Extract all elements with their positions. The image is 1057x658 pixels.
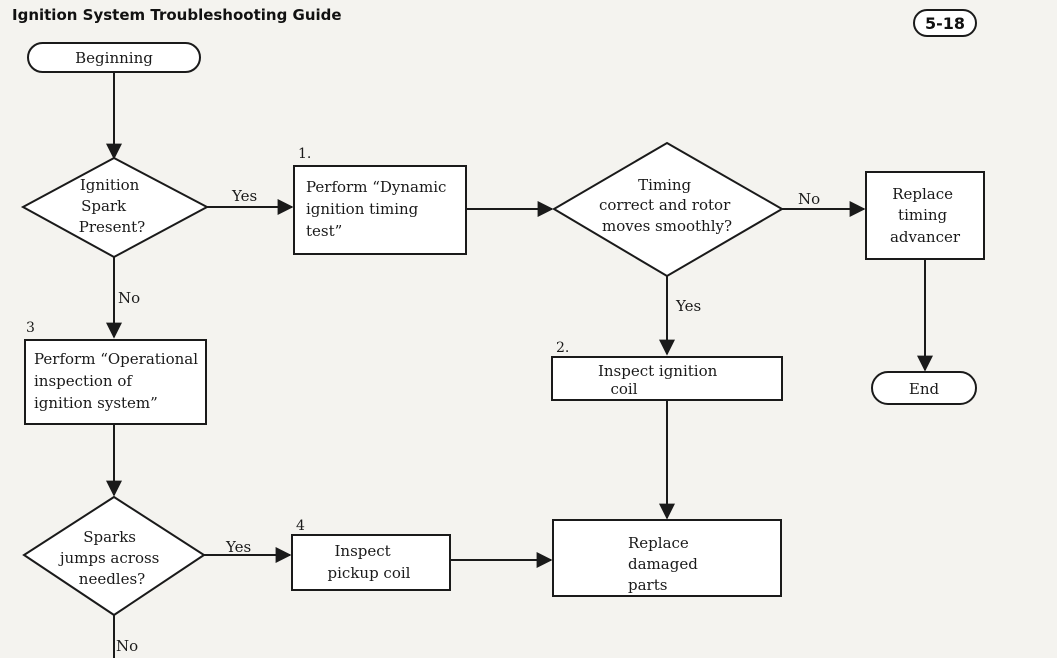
label-spark-yes: Yes: [231, 187, 257, 205]
decision-sparks-jump: [22, 495, 206, 617]
page-number: 5-18: [925, 14, 965, 33]
connectors: [106, 72, 933, 658]
step-number-3: 3: [26, 320, 35, 336]
page-title: Ignition System Troubleshooting Guide: [12, 6, 342, 24]
end-terminator: [871, 371, 977, 405]
box-replace-timing-advancer: [865, 171, 985, 260]
box-replace-damaged-parts-text: Replace damaged parts: [628, 534, 703, 594]
box-dynamic-timing-test-text: Perform “Dynamic ignition timing test”: [306, 178, 451, 240]
decision-timing-correct: [552, 141, 784, 278]
beginning-terminator: [27, 42, 201, 73]
step-number-4: 4: [296, 518, 305, 534]
box-inspect-pickup-coil: [291, 534, 451, 591]
decision-ignition-spark-text: Ignition Spark Present?: [79, 176, 145, 236]
decision-ignition-spark: [20, 156, 210, 259]
decision-timing-correct-text: Timing correct and rotor moves smoothly?: [599, 176, 735, 235]
end-label: End: [909, 380, 940, 398]
label-spark-no: No: [118, 289, 140, 307]
label-timing-no: No: [798, 190, 820, 208]
label-needles-yes: Yes: [225, 538, 251, 556]
box-replace-timing-advancer-text: Replace timing advancer: [890, 185, 961, 246]
beginning-label: Beginning: [75, 49, 153, 67]
box-dynamic-timing-test: [293, 165, 467, 255]
label-timing-yes: Yes: [675, 297, 701, 315]
step-number-1: 1.: [298, 146, 311, 162]
decision-sparks-jump-text: Sparks jumps across needles?: [58, 528, 164, 588]
box-replace-damaged-parts: [552, 519, 782, 597]
label-needles-no: No: [116, 637, 138, 655]
box-operational-inspection-text: Perform “Operational inspection of ignit…: [34, 350, 203, 412]
box-operational-inspection: [24, 339, 207, 425]
step-number-2: 2.: [556, 340, 569, 356]
box-inspect-ignition-coil: [551, 356, 783, 401]
page-number-badge: [913, 9, 977, 37]
box-inspect-ignition-coil-text: Inspect ignition coil: [598, 362, 722, 398]
box-inspect-pickup-coil-text: Inspect pickup coil: [328, 542, 411, 582]
